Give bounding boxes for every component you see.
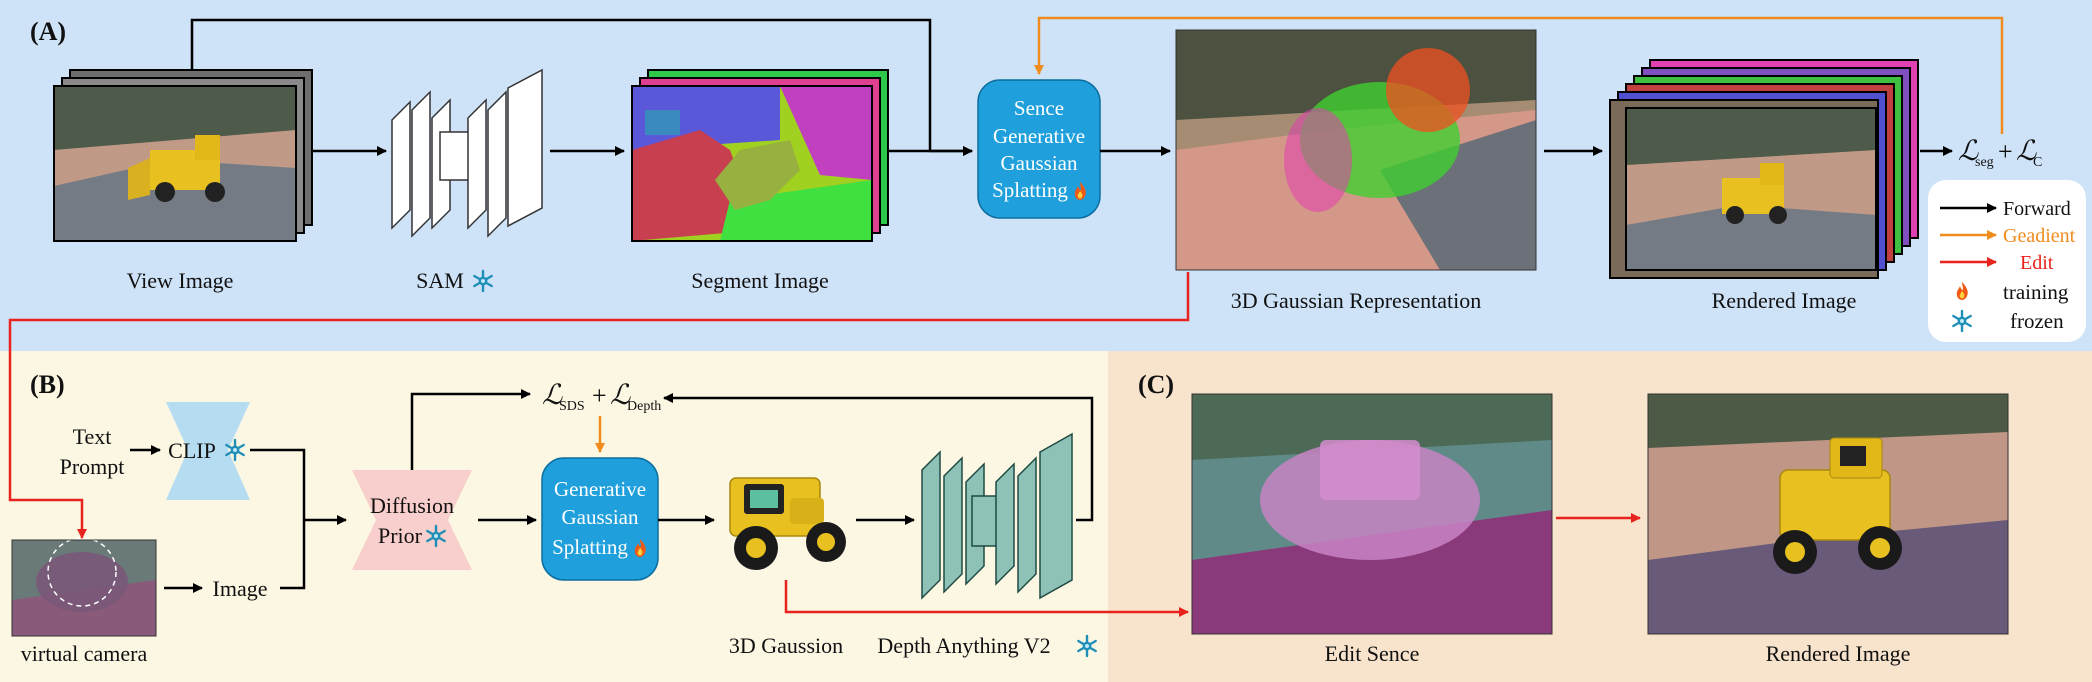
scene-generative-gaussian-splatting-block — [977, 79, 1101, 219]
arrow-3d-gaussian-to-edit-scene — [784, 580, 1189, 617]
panel-a-label: (A) — [30, 17, 66, 46]
segment-image-caption: Segment Image — [691, 268, 828, 293]
virtual-camera-caption: virtual camera — [21, 641, 148, 666]
panel-c-rendered-caption: Rendered Image — [1766, 641, 1911, 666]
clip-label: CLIP — [168, 438, 216, 463]
sgs-label-line2: Generative — [993, 124, 1085, 148]
svg-text:C: C — [2033, 155, 2042, 170]
legend-training-label: training — [2003, 280, 2069, 304]
arrow-image-to-junction — [280, 520, 306, 590]
text-prompt-label-line1: Text — [73, 424, 112, 449]
gaussian-representation-image — [1175, 29, 1537, 271]
svg-text:+: + — [1998, 137, 2013, 166]
panel-b-label: (B) — [30, 370, 65, 399]
arrow-clip-to-junction — [250, 448, 306, 520]
depth-anything-network-block — [921, 432, 1073, 600]
ggs-label-line2: Gaussian — [562, 505, 639, 529]
clip-block — [166, 402, 250, 500]
rendered-image-caption: Rendered Image — [1712, 288, 1857, 313]
image-label: Image — [213, 576, 268, 601]
3d-gaussian-caption: 3D Gaussion — [729, 633, 843, 658]
legend-forward-label: Forward — [2003, 198, 2071, 220]
sam-network-block — [391, 68, 543, 238]
sgs-label-line3: Gaussian — [1001, 151, 1078, 175]
virtual-camera-image — [11, 537, 157, 637]
svg-text:ℒ: ℒ — [2016, 136, 2037, 167]
legend-frozen-label: frozen — [2010, 309, 2064, 333]
rendered-image-stack — [1609, 59, 1919, 279]
legend-gradient-label: Geadient — [2003, 225, 2076, 247]
arrow-depth-to-loss — [663, 393, 1094, 522]
arrow-gradient-to-sgs — [1034, 16, 2004, 134]
arrow-diffusion-to-loss — [410, 389, 531, 470]
sds-depth-loss: ℒ SDS + ℒ Depth — [542, 380, 661, 414]
svg-text:+: + — [592, 381, 607, 410]
svg-text:Depth: Depth — [627, 399, 661, 414]
text-prompt-label-line2: Prompt — [60, 454, 125, 479]
sam-caption: SAM — [416, 268, 464, 293]
panel-c-label: (C) — [1138, 370, 1174, 399]
view-image-caption: View Image — [127, 268, 234, 293]
diffusion-label-line2: Prior — [378, 523, 423, 548]
sgs-label-line1: Sence — [1014, 96, 1064, 120]
toy-3d-gaussian-object — [729, 477, 846, 570]
sgs-label-line4: Splatting — [992, 178, 1068, 202]
view-image-stack — [53, 69, 313, 242]
diffusion-label-line1: Diffusion — [370, 493, 454, 518]
edit-scene-image — [1191, 393, 1553, 635]
segment-image-stack — [631, 69, 889, 242]
arrow-edit-to-virtual-camera — [8, 272, 1190, 539]
svg-text:ℒ: ℒ — [542, 380, 563, 411]
depth-anything-caption: Depth Anything V2 — [877, 633, 1050, 658]
svg-text:seg: seg — [1975, 155, 1994, 170]
ggs-label-line3: Splatting — [552, 535, 628, 559]
edit-scene-caption: Edit Sence — [1325, 641, 1420, 666]
svg-text:ℒ: ℒ — [1958, 136, 1979, 167]
svg-text:SDS: SDS — [559, 399, 585, 414]
legend-edit-label: Edit — [2020, 252, 2054, 274]
legend-box — [1928, 180, 2086, 342]
svg-text:ℒ: ℒ — [610, 380, 631, 411]
panel-c-rendered-image — [1647, 393, 2009, 635]
segmentation-color-loss: ℒ seg + ℒ C — [1958, 136, 2042, 170]
gaussian-representation-caption: 3D Gaussian Representation — [1231, 288, 1482, 313]
diffusion-prior-block — [352, 470, 472, 570]
ggs-label-line1: Generative — [554, 477, 646, 501]
